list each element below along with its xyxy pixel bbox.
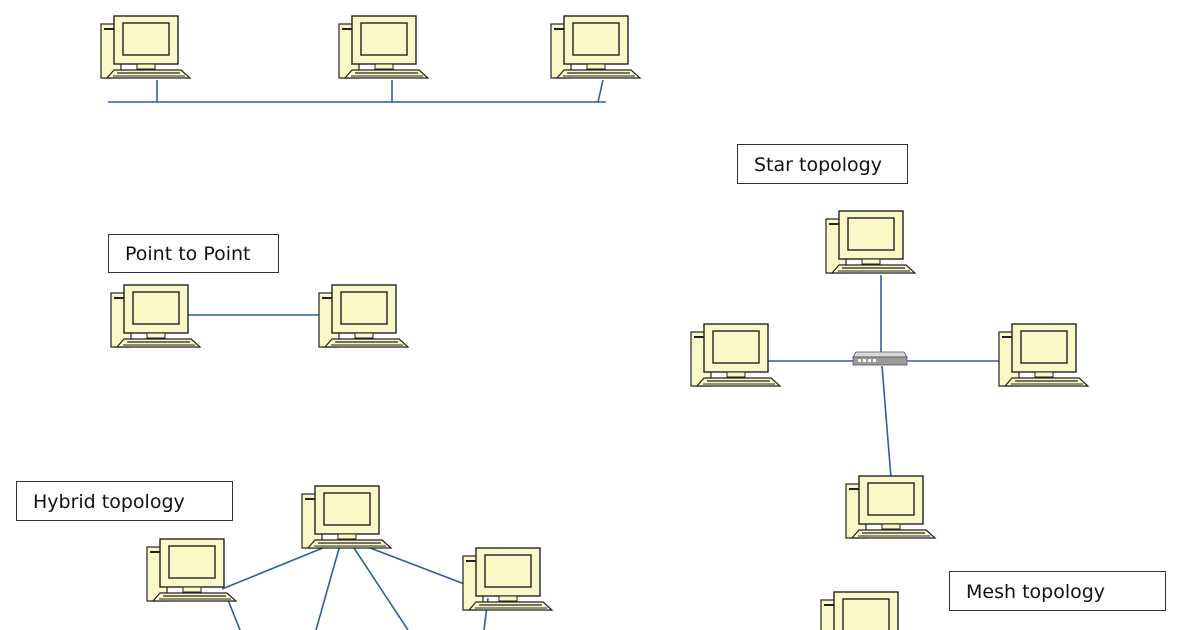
star-link-bottom: [881, 365, 892, 479]
computer-icon: [100, 15, 191, 79]
hybrid-link: [227, 599, 241, 630]
computer-icon: [338, 15, 429, 79]
hybrid-link: [221, 540, 341, 590]
computer-icon: [146, 538, 237, 602]
mesh-topology-label-text: Mesh topology: [966, 581, 1106, 603]
hybrid-link: [315, 544, 341, 630]
point-to-point-label-text: Point to Point: [125, 243, 251, 265]
star-topology: [690, 210, 1089, 539]
star-topology-label: Star topology: [737, 144, 908, 184]
hybrid-link: [351, 544, 409, 630]
hybrid-topology-label-text: Hybrid topology: [33, 491, 185, 513]
bus-topology: [100, 15, 641, 103]
mesh-topology-label: Mesh topology: [949, 571, 1166, 611]
bus-drop-3: [597, 79, 604, 103]
computer-icon: [845, 475, 936, 539]
point-to-point-label: Point to Point: [108, 234, 279, 273]
computer-icon: [825, 210, 916, 274]
computer-icon: [110, 284, 201, 348]
mesh-topology: [820, 591, 911, 630]
computer-icon: [462, 547, 553, 611]
point-to-point-topology: [110, 284, 409, 348]
hybrid-topology: [146, 485, 553, 630]
network-hub-icon: [852, 351, 908, 366]
computer-icon: [820, 591, 911, 630]
star-topology-label-text: Star topology: [754, 154, 882, 176]
computer-icon: [690, 323, 781, 387]
computer-icon: [998, 323, 1089, 387]
computer-icon: [318, 284, 409, 348]
hybrid-topology-label: Hybrid topology: [16, 481, 233, 521]
computer-icon: [550, 15, 641, 79]
computer-icon: [301, 485, 392, 549]
